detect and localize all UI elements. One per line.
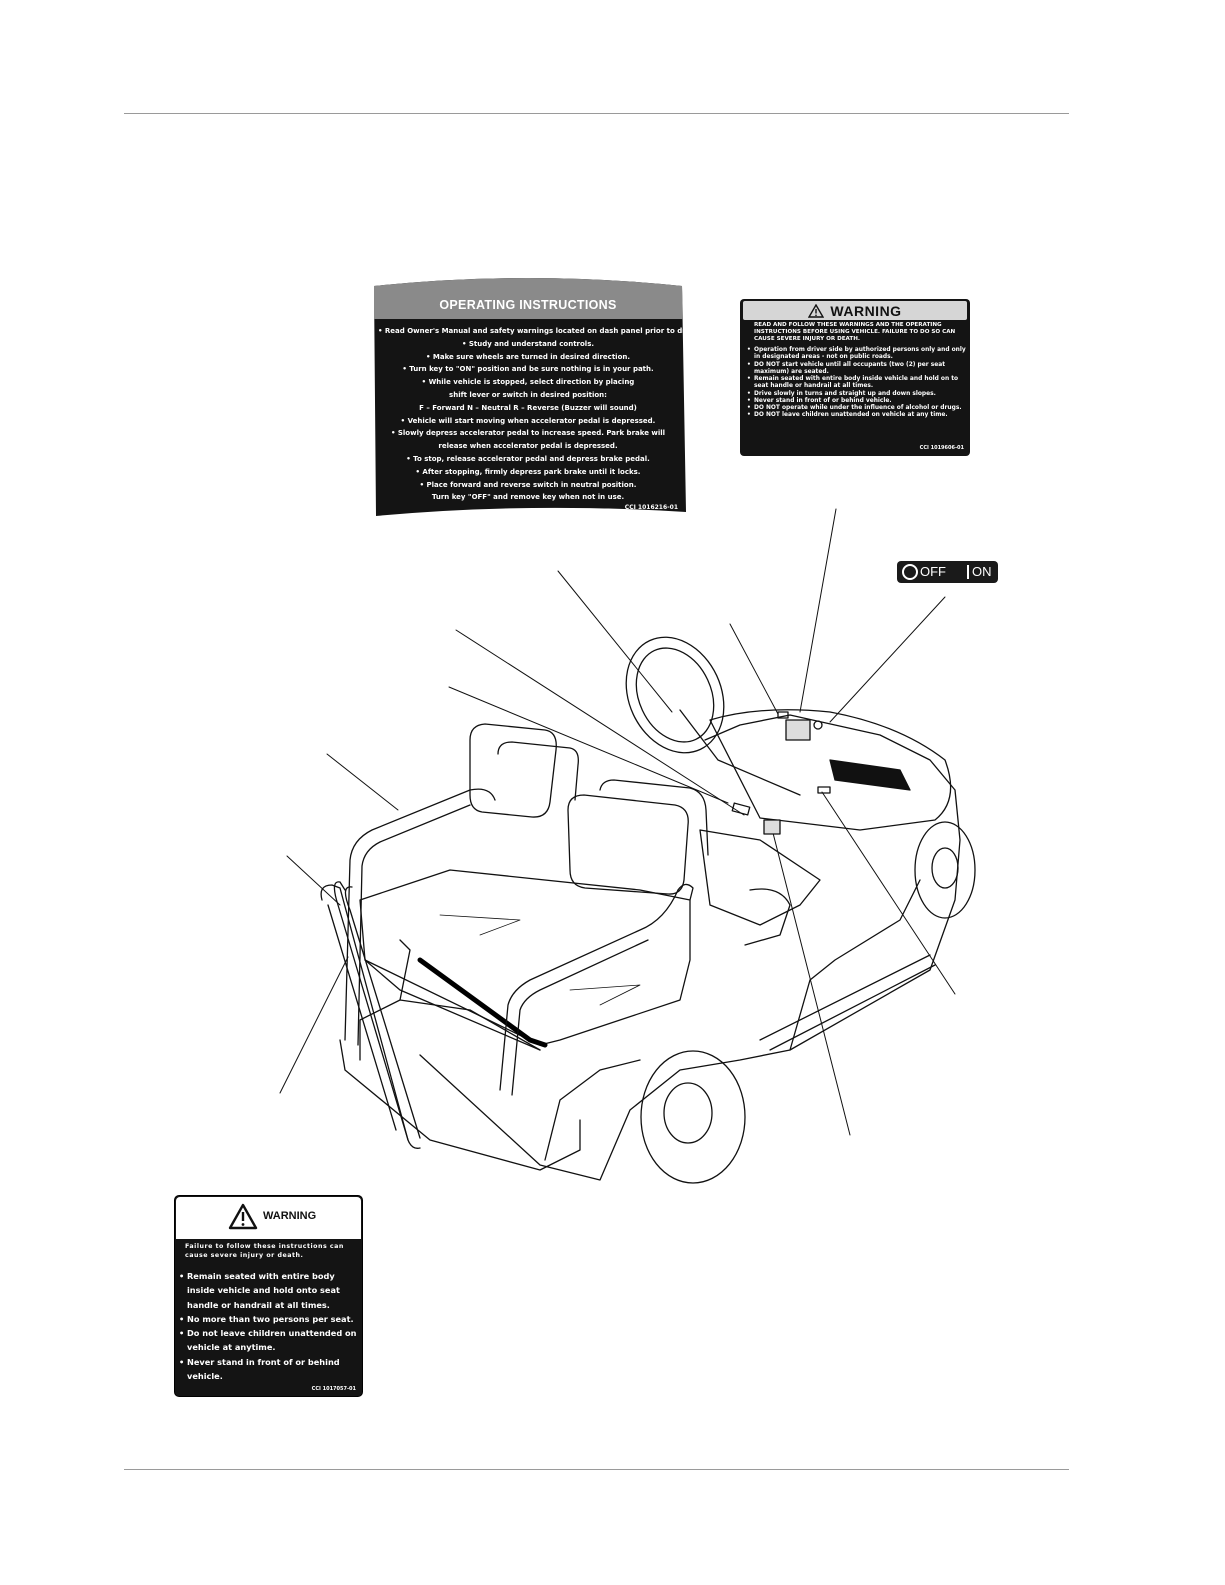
warning-item: Remain seated with entire body inside ve… [179, 1269, 361, 1312]
warning-item: DO NOT leave children unattended on vehi… [746, 412, 968, 420]
warning-item: No more than two persons per seat. [179, 1312, 361, 1327]
decal-part-number: CCI 1016216-01 [624, 504, 678, 511]
operating-instructions-lines: • Read Owner's Manual and safety warning… [378, 325, 708, 504]
top-rule [124, 113, 1069, 114]
warning-triangle-icon [228, 1203, 258, 1230]
op-line: • Make sure wheels are turned in desired… [425, 352, 631, 361]
op-line: • While vehicle is stopped, select direc… [421, 378, 635, 387]
warning-intro: READ AND FOLLOW THESE WARNINGS AND THE O… [754, 322, 956, 343]
op-line: F – Forward N – Neutral R – Reverse (Buz… [419, 403, 637, 412]
op-line: • Slowly depress accelerator pedal to in… [390, 429, 666, 438]
operating-instructions-decal: OPERATING INSTRUCTIONS • Read Owner's Ma… [370, 276, 708, 518]
decal-part-number: CCI 1019606-01 [919, 445, 964, 451]
warning-item: Never stand in front of or behind vehicl… [746, 398, 968, 406]
op-line: • Place forward and reverse switch in ne… [419, 480, 637, 489]
warning-item: DO NOT start vehicle until all occupants… [746, 362, 968, 377]
warning-title: WARNING [263, 1210, 317, 1222]
warning-item: Never stand in front of or behind vehicl… [179, 1355, 361, 1384]
warning-item: Remain seated with entire body inside ve… [746, 376, 968, 391]
op-line: release when accelerator pedal is depres… [438, 442, 618, 451]
off-label: OFF [920, 564, 946, 579]
op-line: • Read Owner's Manual and safety warning… [378, 327, 708, 335]
op-line: • After stopping, firmly depress park br… [415, 467, 641, 476]
bottom-rule [124, 1469, 1069, 1470]
op-line: • To stop, release accelerator pedal and… [406, 454, 650, 463]
warning-header: WARNING [743, 301, 967, 320]
op-line: Turn key "OFF" and remove key when not i… [431, 493, 625, 502]
warning-list: Operation from driver side by authorized… [746, 347, 968, 420]
warning-triangle-icon [808, 303, 825, 318]
op-line: • Study and understand controls. [461, 339, 595, 348]
leader-lines [279, 508, 956, 1136]
on-label: ON [972, 564, 992, 579]
decal-shape [374, 278, 686, 516]
op-line: • Turn key to "ON" position and be sure … [402, 365, 654, 374]
warning-title: WARNING [830, 302, 902, 319]
on-bar-icon [967, 565, 969, 579]
warning-item: DO NOT operate while under the influence… [746, 405, 968, 413]
dash-warning-decal: WARNING READ AND FOLLOW THESE WARNINGS A… [740, 299, 970, 456]
warning-item: Do not leave children unattended on vehi… [179, 1326, 361, 1355]
warning-item: Drive slowly in turns and straight up an… [746, 391, 968, 399]
off-circle-icon [902, 564, 918, 580]
decal-part-number: CCI 1017057-01 [311, 1386, 356, 1392]
warning-header: WARNING [176, 1197, 361, 1239]
op-line: shift lever or switch in desired positio… [449, 390, 607, 399]
warning-intro: Failure to follow these instructions can… [185, 1243, 344, 1259]
op-line: • Vehicle will start moving when acceler… [400, 416, 656, 425]
rear-warning-decal: WARNING Failure to follow these instruct… [174, 1195, 363, 1397]
operating-instructions-title: OPERATING INSTRUCTIONS [439, 298, 617, 312]
warning-list: Remain seated with entire body inside ve… [179, 1269, 361, 1383]
warning-item: Operation from driver side by authorized… [746, 347, 968, 362]
key-switch-decal: OFF ON [897, 561, 998, 583]
